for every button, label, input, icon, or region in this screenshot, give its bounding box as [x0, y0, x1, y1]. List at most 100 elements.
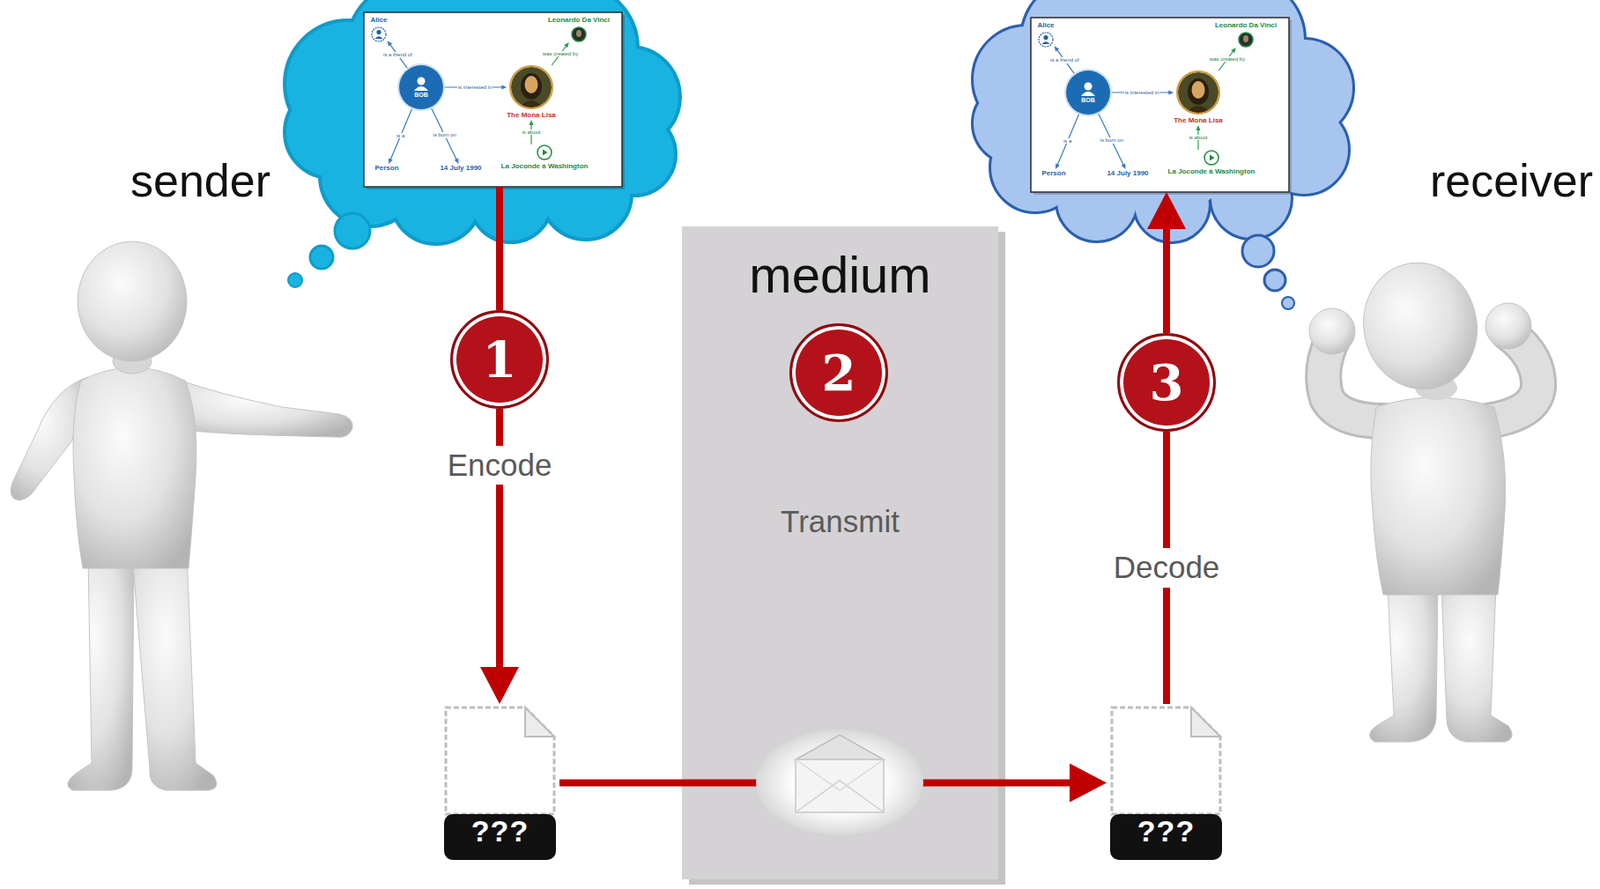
arrowhead — [387, 40, 393, 46]
thought-dot — [288, 273, 303, 288]
edge-label-holder: is a friend of — [1049, 57, 1081, 64]
person-body — [414, 86, 429, 91]
entity-node: La Joconde à Washington — [501, 144, 589, 171]
icon-play — [1209, 155, 1215, 162]
connector-line — [430, 106, 457, 160]
value-node: Person — [374, 163, 399, 173]
edge-label: Decode — [1106, 548, 1228, 587]
painting-face — [1192, 81, 1206, 99]
painting-hair — [1187, 78, 1209, 105]
figure-fist — [1309, 308, 1356, 355]
icon-ring — [371, 27, 386, 42]
edge-label: is a — [395, 133, 406, 140]
node-text: 14 July 1990 — [439, 163, 482, 173]
figure-torso — [73, 367, 197, 569]
icon-ring — [1238, 32, 1253, 47]
person-head — [417, 76, 426, 85]
step-number: 3 — [1117, 333, 1216, 432]
painting-ground — [1176, 70, 1221, 115]
edge-label: is about — [520, 129, 541, 136]
node-text: Leonardo Da Vinci — [1214, 21, 1277, 30]
person-head — [1084, 81, 1093, 90]
node-text: La Joconde à Washington — [1168, 167, 1256, 177]
node-text: 1 — [482, 334, 518, 385]
thought-dot — [1242, 235, 1275, 267]
artwork-node: The Mona Lisa — [506, 65, 556, 120]
step-number: 2 — [789, 323, 889, 423]
node-text: Alice — [1037, 21, 1054, 30]
node-text: Person — [374, 163, 399, 173]
actor-label-holder: receiver — [1429, 153, 1593, 208]
entity-icon — [536, 144, 553, 161]
envelope-body — [795, 759, 884, 813]
node-text: 14 July 1990 — [1106, 169, 1149, 178]
entity-icon — [1237, 31, 1254, 48]
step-number: 1 — [450, 310, 549, 409]
icon-ring — [571, 27, 586, 42]
thought-dot — [334, 213, 371, 249]
sender-thought-cloud — [286, 0, 679, 288]
edge-label: was created by — [541, 51, 579, 58]
node-text: Transmit — [681, 503, 999, 541]
value-node: 14 July 1990 — [439, 163, 482, 173]
edge-label: is a friend of — [1049, 57, 1081, 64]
connector — [1147, 192, 1186, 334]
icon-face — [1243, 35, 1249, 43]
entity-node: Leonardo Da Vinci — [1214, 21, 1277, 48]
entity-node: Alice — [1037, 21, 1054, 48]
thought-dot — [1264, 269, 1286, 291]
edge-label: is interested in — [457, 84, 494, 91]
node-text: Leonardo Da Vinci — [548, 15, 610, 25]
edge-label-holder: is born on — [1099, 137, 1125, 144]
entity-icon — [570, 26, 587, 43]
artwork-ring — [1177, 71, 1220, 114]
figure-head — [77, 241, 187, 362]
frame-ground — [1030, 17, 1289, 193]
node-text: 3 — [1149, 357, 1185, 408]
edge-label-holder: is interested in — [1124, 89, 1161, 97]
figure-head — [1351, 251, 1489, 400]
node-text: medium — [681, 245, 999, 305]
connector-line — [1057, 112, 1080, 165]
icon-head — [376, 29, 381, 35]
edge-label: is born on — [1099, 137, 1125, 144]
person-node: BOB — [1066, 70, 1111, 115]
envelope-fold — [795, 759, 884, 791]
connector — [430, 106, 460, 164]
connector — [443, 85, 507, 90]
cloud-outline — [973, 0, 1353, 242]
connector-line — [390, 107, 413, 160]
node-text: La Joconde à Washington — [501, 162, 589, 171]
artwork-picture — [1176, 70, 1221, 115]
arrowhead — [480, 666, 519, 704]
node-text: Person — [1041, 169, 1066, 178]
edge-label: was created by — [1208, 56, 1246, 63]
artwork-node: The Mona Lisa — [1173, 70, 1223, 126]
person-icon — [412, 76, 430, 91]
edge-label-holder: Encode — [440, 445, 560, 485]
edge-label-holder: was created by — [1208, 56, 1246, 63]
edge-label: is about — [1187, 134, 1208, 141]
connector — [1055, 112, 1080, 170]
edge-label: is a — [1062, 138, 1073, 145]
arrowhead — [1069, 763, 1107, 803]
frame-ground — [363, 12, 623, 187]
node-text: The Mona Lisa — [1173, 116, 1223, 126]
entity-icon — [370, 26, 387, 43]
envelope — [755, 729, 924, 836]
node-text: Alice — [370, 15, 387, 25]
painting-face — [525, 75, 539, 94]
connector-line — [1162, 228, 1171, 334]
arrowhead — [1147, 192, 1186, 230]
icon-face — [576, 29, 582, 38]
arrowhead — [1054, 45, 1060, 52]
person-icon — [1079, 81, 1097, 97]
icon-play — [542, 149, 549, 156]
node-text: The Mona Lisa — [506, 111, 556, 120]
person-node: BOB — [399, 65, 444, 110]
node-text: 2 — [822, 348, 857, 398]
envelope-fold — [795, 780, 884, 813]
value-node: Person — [1041, 169, 1066, 178]
connector — [1110, 90, 1174, 96]
edge-label: is born on — [432, 132, 458, 139]
